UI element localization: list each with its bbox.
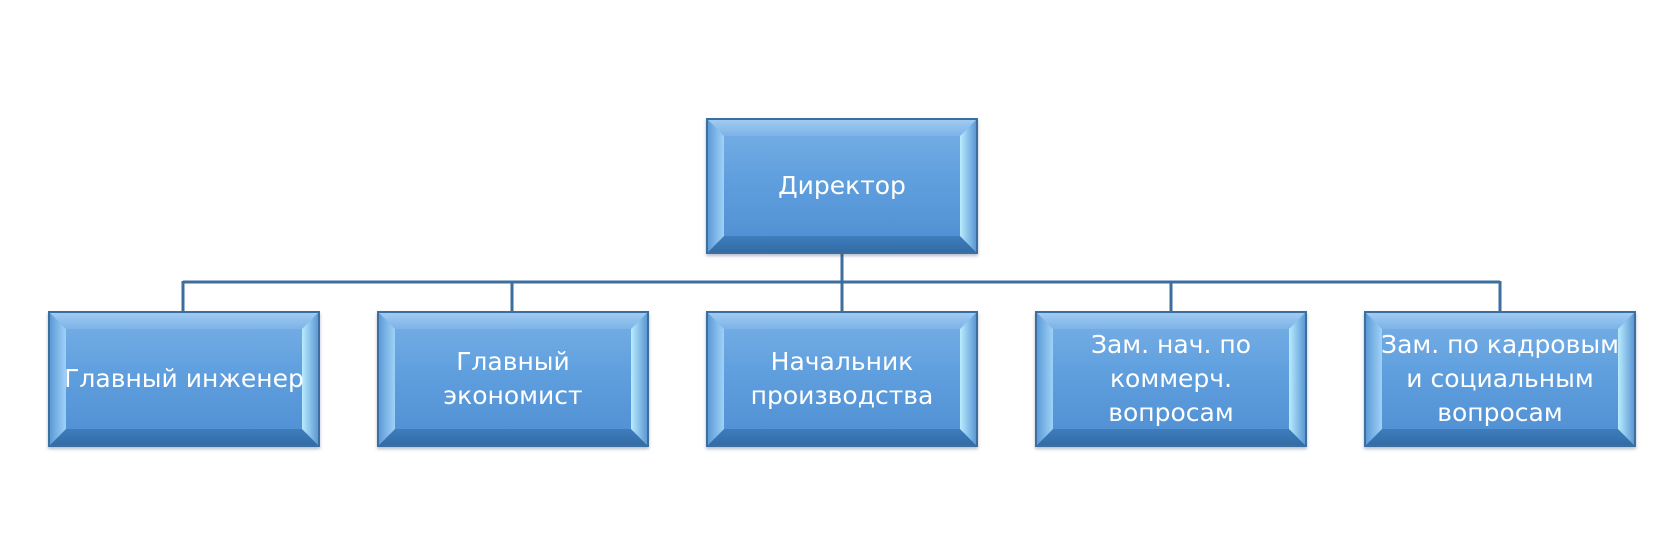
node-chief-economist-label: Главный экономист <box>443 347 583 410</box>
node-head-of-production[interactable]: Начальник производства <box>706 311 978 447</box>
node-deputy-commercial-label: Зам. нач. по коммерч. вопросам <box>1090 330 1252 427</box>
node-deputy-commercial[interactable]: Зам. нач. по коммерч. вопросам <box>1035 311 1307 447</box>
node-chief-engineer-label: Главный инженер <box>64 364 304 393</box>
node-director-label: Директор <box>778 171 906 200</box>
node-chief-economist[interactable]: Главный экономист <box>377 311 649 447</box>
node-chief-engineer[interactable]: Главный инженер <box>48 311 320 447</box>
node-deputy-hr-social[interactable]: Зам. по кадровым и социальным вопросам <box>1364 311 1636 447</box>
node-head-of-production-label: Начальник производства <box>750 347 934 410</box>
node-director[interactable]: Директор <box>706 118 978 254</box>
node-deputy-hr-social-label: Зам. по кадровым и социальным вопросам <box>1381 330 1619 427</box>
